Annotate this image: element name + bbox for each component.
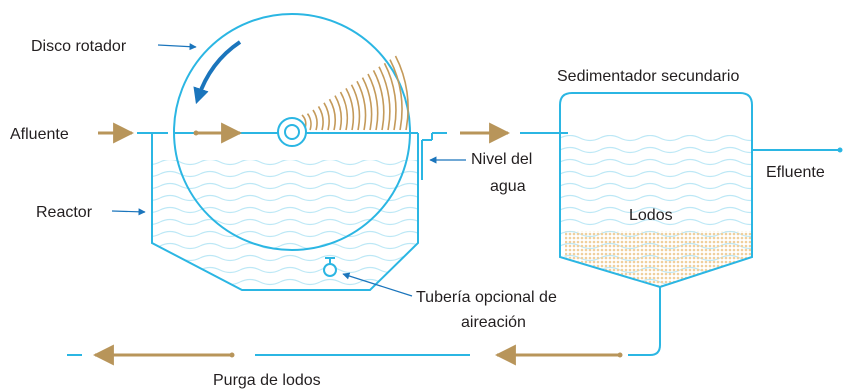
sludge-purge-line [67,287,661,366]
label-aeration-pipe-2: aireación [461,314,526,331]
rotation-arrow-icon [193,40,242,105]
influent-pipe [98,122,418,144]
label-aeration-pipe-1: Tubería opcional de [416,289,557,306]
label-secondary-settler: Sedimentador secundario [557,68,739,85]
label-reactor: Reactor [36,204,93,221]
biofilm-icon [301,55,409,131]
label-sludge: Lodos [629,207,673,224]
label-effluent: Efluente [766,164,825,181]
disc-hub [277,117,307,147]
label-influent: Afluente [10,126,69,143]
water-level-indicator [421,132,447,180]
pointer-reactor [111,208,146,216]
aeration-pipe-icon [323,257,337,277]
label-water-level-2: agua [490,178,526,195]
sludge-zone [565,231,752,287]
label-rotating-disc: Disco rotador [31,38,127,55]
label-water-level-1: Nivel del [471,151,532,168]
secondary-settler [559,92,753,289]
pointer-disc [157,43,197,51]
label-sludge-purge: Purga de lodos [213,372,321,389]
pointer-aeration [342,272,413,297]
